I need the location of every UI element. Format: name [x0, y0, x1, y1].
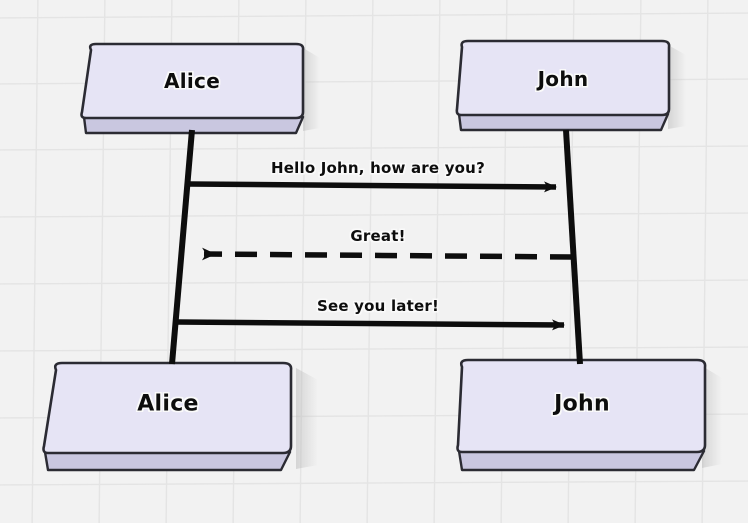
lifeline-foot-john[interactable]	[456, 358, 707, 472]
message-label-1: Hello John, how are you?	[271, 159, 485, 177]
lifeline-head-label-john: John	[537, 67, 589, 91]
lifeline-foot-label-john: John	[554, 391, 610, 417]
message-label-3: See you later!	[316, 297, 440, 315]
lifeline-line-alice	[169, 129, 195, 365]
lifeline-foot-label-alice: Alice	[137, 391, 199, 417]
message-arrow-2[interactable]	[201, 247, 573, 261]
lifeline-head-john[interactable]	[455, 39, 671, 132]
lifeline-line-john	[563, 129, 583, 365]
message-arrow-1[interactable]	[187, 181, 557, 193]
message-label-2: Great!	[350, 227, 406, 245]
lifeline-foot-alice[interactable]	[42, 361, 293, 472]
message-arrow-3[interactable]	[176, 319, 565, 331]
box-shadows	[296, 45, 722, 469]
lifeline-head-alice[interactable]	[80, 42, 305, 135]
lifeline-head-label-alice: Alice	[163, 69, 221, 93]
